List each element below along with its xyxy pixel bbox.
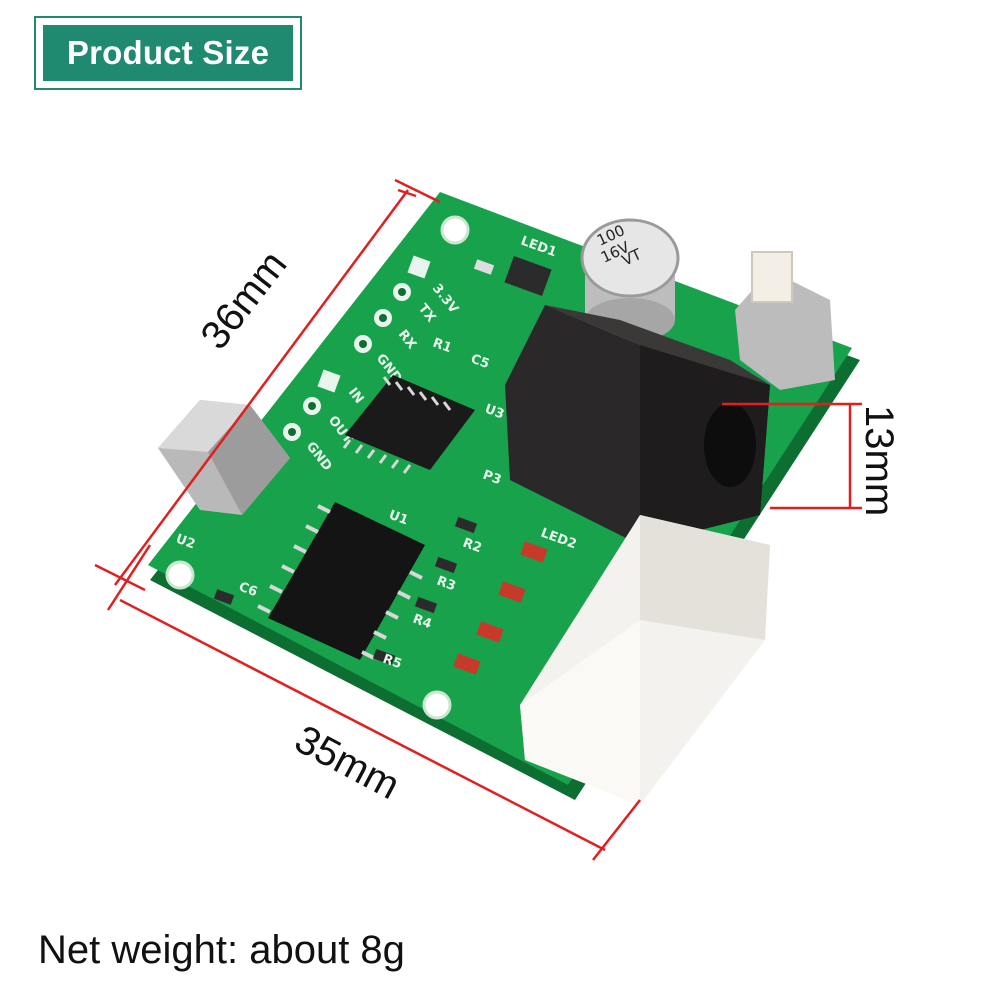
electrolytic-capacitor: 100 16V VT [580,218,680,342]
ref-label: R2 [461,536,484,557]
dimension-36mm [94,178,441,592]
push-button [735,251,835,390]
chip-u3 [342,375,475,474]
chip-u1 [257,502,425,660]
ref-label: U3 [483,402,507,423]
ref-label: C6 [237,580,260,600]
dc-power-jack [505,305,770,545]
ref-label: R1 [431,336,454,357]
led-array [453,541,548,675]
dimension-label-36mm: 36mm [192,243,295,358]
badge-fill: Product Size [43,25,293,81]
badge-title: Product Size [66,34,270,71]
ref-label: R5 [381,652,404,673]
mounting-hole [422,690,452,720]
net-weight-text: Net weight: about 8g [38,928,405,972]
ref-label: P3 [481,468,504,488]
ref-label: U1 [387,508,411,529]
smd-components [213,256,552,666]
mounting-hole [165,560,195,590]
dimension-35mm [106,544,641,861]
ref-label: R4 [411,612,434,633]
product-size-badge: Product Size [34,16,302,90]
ref-label: R3 [435,574,458,595]
ref-label: U2 [174,532,198,553]
ref-label: C5 [469,352,492,372]
dimension-label-13mm: 13mm [857,405,901,516]
dimension-13mm [722,402,862,510]
dimension-label-35mm: 35mm [288,717,407,808]
jst-connector [520,515,770,805]
mounting-hole [440,215,470,245]
pin-header [283,255,431,441]
